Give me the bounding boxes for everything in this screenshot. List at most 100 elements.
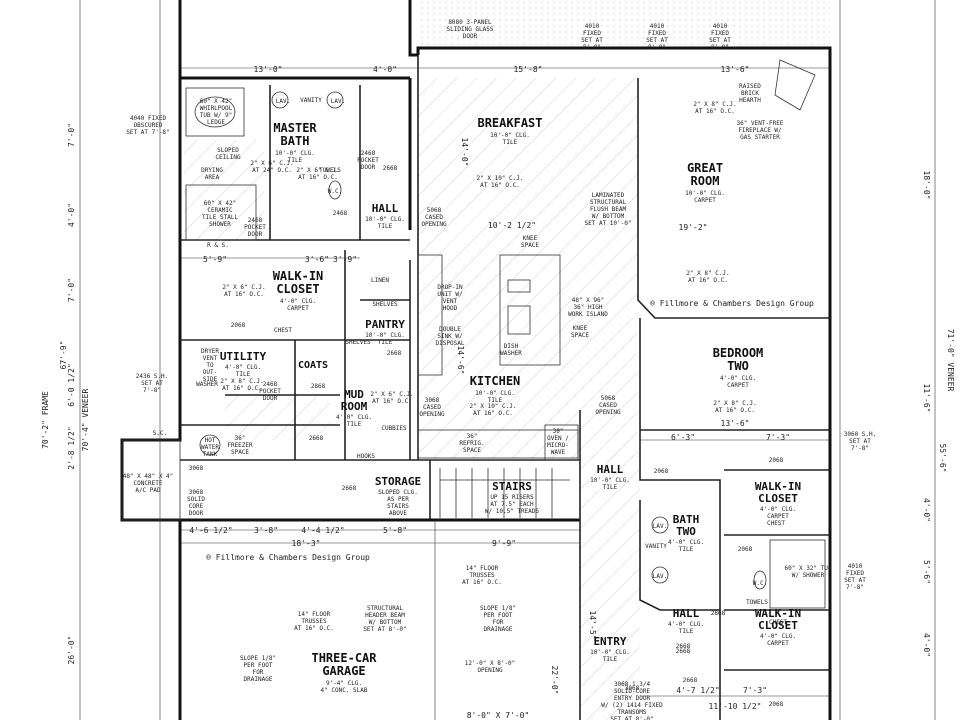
tile-hatch xyxy=(184,0,830,720)
note-wc-1: W.C. xyxy=(328,188,342,195)
dim-v7-0a: 7'-0" xyxy=(67,123,76,147)
dim-v70-2: 70'-2" FRAME xyxy=(41,391,50,449)
note-truss-2: TRUSSES xyxy=(469,572,495,579)
room-mud-room-title: MUD xyxy=(344,388,364,401)
dim-d10-2: 10'-2 1/2" xyxy=(488,221,536,230)
door-tag-t9: 2068 xyxy=(654,468,669,475)
note-island: 36" HIGH xyxy=(574,304,603,311)
room-master-bath-notes: TILE xyxy=(288,157,303,164)
dim-d11-10: 11'-10 1/2" xyxy=(709,702,762,711)
note-concrete-pad: A/C PAD xyxy=(135,487,161,494)
note-knee-space-2: KNEE xyxy=(573,325,588,332)
room-bedroom-two-notes: 4'-0" CLG. xyxy=(720,375,756,382)
room-hall-low-notes: TILE xyxy=(679,628,694,635)
room-walkin-closet-2-notes: 4'-0" CLG. xyxy=(760,506,796,513)
room-walkin-closet-2-title: WALK-IN xyxy=(755,480,801,493)
room-garage-title: THREE-CAR xyxy=(311,651,377,665)
note-laminated-beam: W/ BOTTOM xyxy=(592,213,625,220)
note-wc-2: W.C. xyxy=(753,580,767,587)
room-storage-notes: AS PER xyxy=(387,496,409,503)
note-fixed-2: 4010 xyxy=(650,23,665,30)
dim-d7-3b: 7'-3" xyxy=(743,686,767,695)
joist-j9: AT 16" O.C. xyxy=(372,398,412,405)
room-mud-room-notes: TILE xyxy=(347,421,362,428)
room-bedroom-two-notes: CARPET xyxy=(727,382,749,389)
note-freezer: 36" xyxy=(235,435,246,442)
room-storage-notes: SLOPED CLG. xyxy=(378,489,418,496)
room-walkin-closet-master-title: CLOSET xyxy=(276,282,319,296)
note-sh-right: 7'-8" xyxy=(851,445,869,452)
dim-v4-0b: 4'-0" xyxy=(922,498,931,522)
door-tag-t8: 3068 xyxy=(189,465,204,472)
note-sh-left: SET AT xyxy=(141,380,163,387)
room-bath-two-title: BATH xyxy=(673,513,700,526)
dim-v18-0: 18'-0" xyxy=(922,171,931,200)
door-tag-t13: 2068 xyxy=(769,701,784,708)
note-pocket-2: DOOR xyxy=(361,164,376,171)
room-stairs-notes: AT 7.5" EACH xyxy=(490,501,534,508)
joist-j5: AT 16" O.C. xyxy=(224,291,264,298)
note-fixed-1: SET AT xyxy=(581,37,603,44)
joist-j7: 2" X 10" C.J. xyxy=(470,403,517,410)
room-breakfast-notes: TILE xyxy=(503,139,518,146)
room-master-bath-notes: 10'-0" CLG. xyxy=(275,150,315,157)
note-towels-2: TOWELS xyxy=(746,599,768,606)
room-coats-title: COATS xyxy=(298,360,328,371)
dim-d3-8: 3'-8" xyxy=(254,526,278,535)
room-walkin-closet-2-notes: CARPET xyxy=(767,513,789,520)
room-breakfast-notes: 10'-0" CLG. xyxy=(490,132,530,139)
room-utility-title: UTILITY xyxy=(220,350,267,363)
joist-j3: AT 16" O.C. xyxy=(695,108,735,115)
note-pocket-3: DOOR xyxy=(263,395,278,402)
note-sliding-door: DOOR xyxy=(463,33,478,40)
dim-d5-9: 5'-9" xyxy=(203,255,227,264)
note-pocket-1: POCKET xyxy=(244,224,266,231)
note-shelves-2: SHELVES xyxy=(345,339,371,346)
note-sloped-ceiling: SLOPED xyxy=(217,147,239,154)
dim-d4-4: 4'-4 1/2" xyxy=(301,526,344,535)
dim-d15-8: 15'-8" xyxy=(514,65,543,74)
note-whirlpool: WHIRLPOOL xyxy=(200,105,233,112)
note-knee-space-1: KNEE xyxy=(523,235,538,242)
joist-j2: AT 16" O.C. xyxy=(480,182,520,189)
note-entry-door: TRANSOMS xyxy=(618,709,647,716)
door-tag-t10: 2868 xyxy=(711,610,726,617)
note-linen: LINEN xyxy=(371,277,389,284)
note-sh-right: SET AT xyxy=(849,438,871,445)
note-laminated-beam: LAMINATED xyxy=(592,192,625,199)
note-vanity-2: VANITY xyxy=(645,543,667,550)
room-pantry-title: PANTRY xyxy=(365,318,405,331)
door-tag-t11: 2668 xyxy=(676,648,691,655)
note-cubbies: CUBBIES xyxy=(381,425,407,432)
note-water-tank: TANK xyxy=(203,451,218,458)
room-kitchen-notes: 10'-0" CLG. xyxy=(475,390,515,397)
joist-j8: 2" X 8" C.J. xyxy=(713,400,756,407)
note-lav-2: LAV. xyxy=(331,98,345,105)
note-truss-1: 14" FLOOR xyxy=(298,611,331,618)
room-utility-notes: 4'-0" CLG. xyxy=(225,364,261,371)
dim-v14-5: 14'-5" xyxy=(588,611,597,640)
dim-d4-6: 4'-6 1/2" xyxy=(189,526,232,535)
note-fixed-right: 7'-8" xyxy=(846,584,864,591)
room-breakfast-title: BREAKFAST xyxy=(477,116,542,130)
note-cased-opening-1: 5068 xyxy=(427,207,442,214)
note-vanity-1: VANITY xyxy=(300,97,322,104)
room-kitchen-title: KITCHEN xyxy=(470,374,521,388)
note-garage-opening: OPENING xyxy=(477,667,503,674)
room-walkin-closet-3-title: CLOSET xyxy=(758,619,798,632)
door-tag-t16: 2668 xyxy=(683,677,698,684)
note-shelves-1: SHELVES xyxy=(372,301,398,308)
room-garage-notes: 9'-4" CLG. xyxy=(326,680,362,687)
note-shower: CERAMIC xyxy=(207,207,233,214)
door-tag-t15: 3068 xyxy=(625,685,640,692)
note-laminated-beam: FLUSH BEAM xyxy=(590,206,627,213)
dim-d13-6b: 13'-6" xyxy=(721,419,750,428)
note-whirlpool: TUB W/ 9" xyxy=(200,112,233,119)
note-raised-hearth: RAISED xyxy=(739,83,761,90)
room-stairs-notes: UP 15 RISERS xyxy=(490,494,534,501)
note-slope-2: SLOPE 1/8" xyxy=(480,605,516,612)
note-double-sink: SINK W/ xyxy=(437,333,463,340)
door-tag-t5: 2068 xyxy=(231,322,246,329)
dim-d9-9: 9'-9" xyxy=(492,539,516,548)
